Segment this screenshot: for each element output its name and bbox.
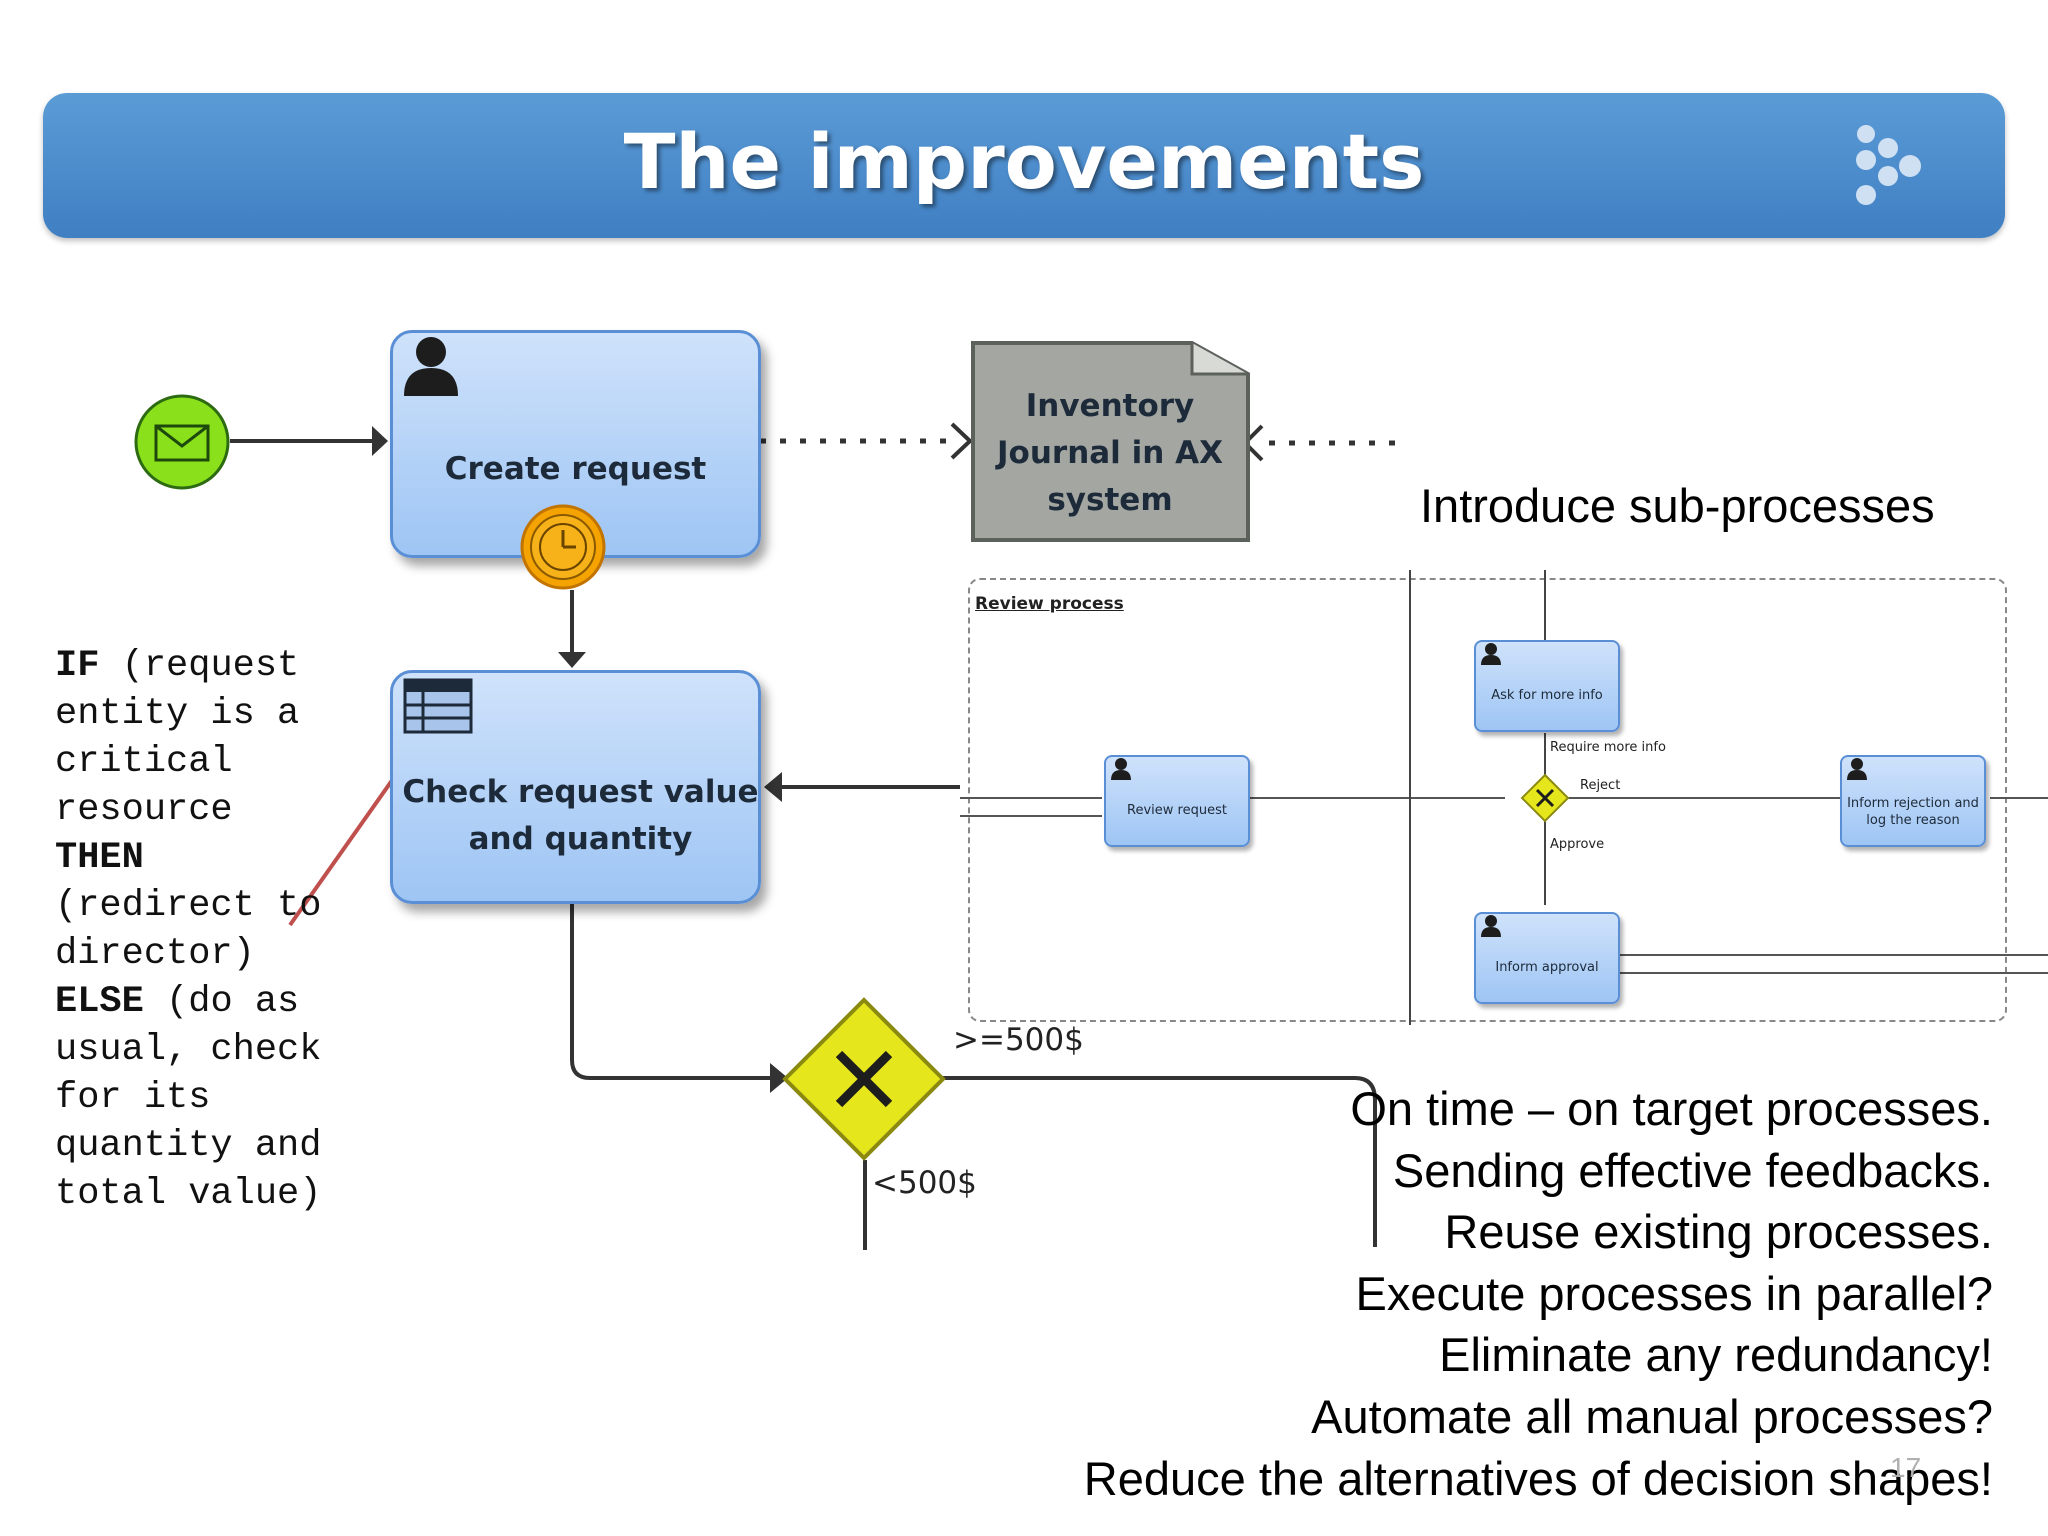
task-label: Create request (444, 451, 707, 487)
note-line: Automate all manual processes? (1311, 1389, 1993, 1443)
note-line: Execute processes in parallel? (1355, 1266, 1993, 1320)
flow-label-approve: Approve (1550, 837, 1605, 852)
branch-label-low: <500$ (872, 1165, 977, 1201)
user-icon (1847, 758, 1867, 780)
user-icon (1481, 643, 1501, 665)
task-inform-approval[interactable]: Inform approval (1474, 912, 1620, 1004)
exclusive-gateway (782, 997, 946, 1161)
title-banner (43, 93, 2005, 238)
user-icon (404, 337, 458, 396)
subprocess-title: Review process (975, 594, 1124, 614)
task-label: Check request value and quantity (402, 774, 759, 857)
envelope-icon (154, 424, 210, 462)
note-line: Eliminate any redundancy! (1439, 1328, 1993, 1382)
business-rule-text: IF (request entity is a critical resourc… (55, 645, 322, 1215)
business-rule-icon (403, 678, 473, 734)
subprocess-connectors (960, 570, 2048, 1025)
improvement-notes: On time – on target processes. Sending e… (1084, 1078, 1993, 1509)
timer-event-icon (520, 504, 606, 590)
inventory-label: Inventory Journal in AX system (997, 388, 1223, 518)
flow-label-reject: Reject (1580, 778, 1621, 793)
message-start-event (134, 394, 230, 490)
task-inform-rejection[interactable]: Inform rejection and log the reason (1840, 755, 1986, 847)
subprocess-heading: Introduce sub-processes (1420, 479, 1935, 532)
slide-title: The improvements (623, 117, 1425, 206)
page-number: 17 (1890, 1452, 1922, 1483)
note-line: Reduce the alternatives of decision shap… (1083, 1451, 1993, 1505)
data-object-inventory (971, 341, 1250, 542)
branch-label-high: >=500$ (953, 1022, 1084, 1058)
task-label: Inform approval (1495, 960, 1599, 975)
task-label: Inform rejection and log the reason (1847, 796, 1979, 828)
task-ask-more-info[interactable]: Ask for more info (1474, 640, 1620, 732)
note-line: Reuse existing processes. (1444, 1205, 1993, 1259)
user-icon (1111, 758, 1131, 780)
task-label: Ask for more info (1491, 688, 1603, 703)
task-review-request[interactable]: Review request (1104, 755, 1250, 847)
task-label: Review request (1127, 803, 1227, 818)
flow-label-require-more-info: Require more info (1550, 740, 1666, 755)
note-line: Sending effective feedbacks. (1392, 1143, 1993, 1197)
user-icon (1481, 915, 1501, 937)
note-line: On time – on target processes. (1350, 1082, 1993, 1135)
dots-logo-icon (1856, 125, 1921, 205)
review-process-container (968, 578, 2007, 1022)
